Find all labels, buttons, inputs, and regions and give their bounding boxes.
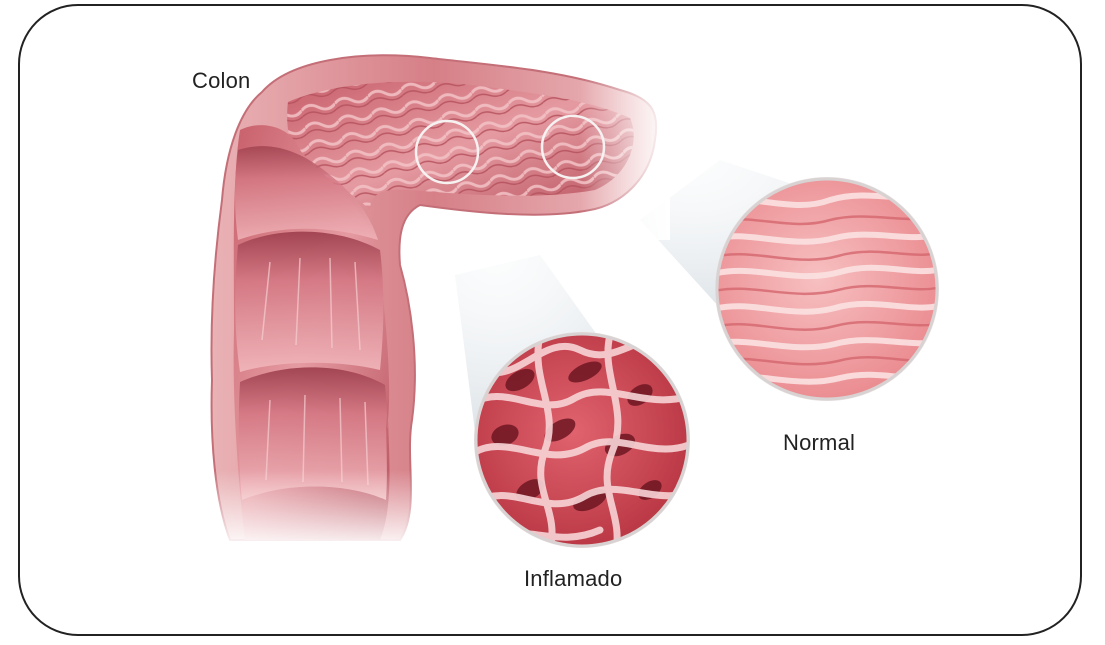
colon-label: Colon	[192, 68, 250, 94]
normal-label: Normal	[783, 430, 855, 456]
haustra-fold-1	[235, 232, 383, 372]
inflamado-label: Inflamado	[524, 566, 622, 592]
